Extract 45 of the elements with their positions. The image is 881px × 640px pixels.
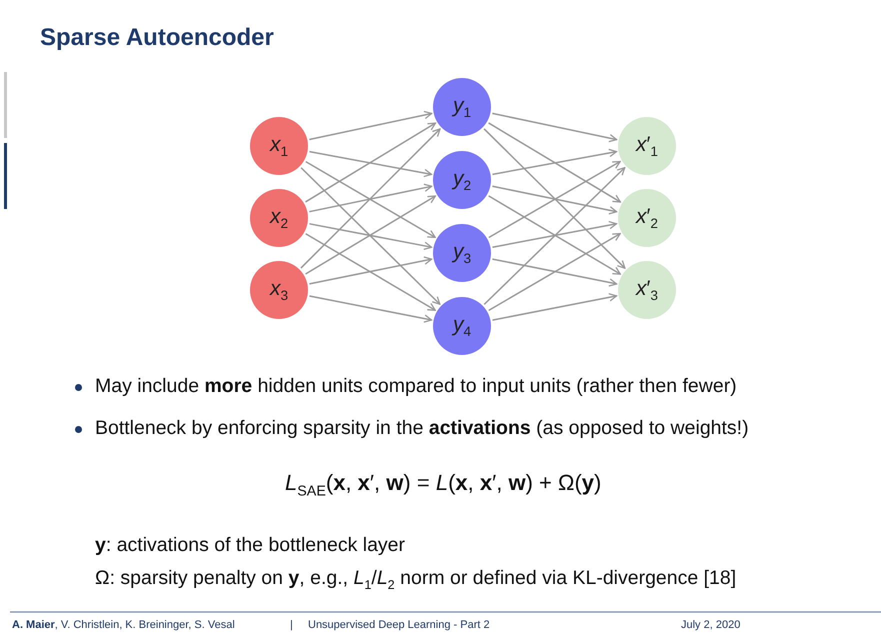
arrow — [309, 110, 432, 140]
arrow — [305, 161, 436, 238]
arrow — [309, 184, 432, 212]
author-list: A. Maier, V. Christlein, K. Breininger, S. Vesal — [12, 619, 235, 631]
presentation-title: Unsupervised Deep Learning - Part 2 — [308, 619, 490, 631]
neuron-label: y$_{4}$ — [452, 312, 472, 340]
arrow — [488, 195, 621, 275]
arrow — [492, 220, 618, 248]
arrow — [309, 223, 432, 250]
arrow — [492, 258, 618, 287]
arrow — [492, 293, 618, 321]
arrow — [492, 148, 618, 176]
date-text: July 2, 2020 — [681, 619, 740, 631]
neuron-label: x′$_{3}$ — [636, 276, 658, 304]
neuron-label: x$_{2}$ — [270, 204, 288, 232]
arrow — [488, 232, 621, 312]
neuron-label: y$_{3}$ — [452, 240, 472, 266]
arrow — [305, 233, 436, 311]
neuron-label: y$_{2}$ — [452, 166, 472, 194]
neuron-label: y$_{1}$ — [452, 94, 472, 120]
arrow — [309, 256, 432, 285]
neuron-circle — [433, 78, 491, 136]
bullet-text: Bottleneck by enforcing sparsity in the activations (as opposed to weights!) — [95, 417, 749, 440]
neuron-label: x′$_{1}$ — [636, 132, 658, 160]
neuron-label: x′$_{2}$ — [636, 204, 658, 232]
arrow — [484, 167, 626, 305]
arrow — [309, 150, 432, 178]
arrow — [300, 167, 441, 305]
arrow — [492, 186, 618, 214]
slide-title: Sparse Autoencoder — [40, 24, 274, 52]
neuron-label: x$_{1}$ — [270, 132, 288, 160]
arrow — [488, 160, 621, 238]
arrow — [305, 122, 436, 203]
loss-formula: L$_{SAE}$(x, x′, w) = L(x, x′, w) + Ω(y) — [285, 470, 602, 500]
definition-text: y: activations of the bottleneck layer — [95, 534, 406, 557]
arrow — [492, 112, 618, 142]
arrow — [484, 128, 626, 269]
neuron-label: x$_{3}$ — [270, 276, 288, 304]
definition-text: Ω: sparsity penalty on y, e.g., L$_{1}$/L$_{2}$ norm or defined via KL-divergence [18] — [95, 567, 736, 592]
separator: | — [290, 619, 293, 631]
bullet-text: May include more hidden units compared to input units (rather then fewer) — [95, 375, 737, 398]
arrow — [305, 195, 436, 275]
arrow — [488, 122, 622, 203]
arrow — [300, 128, 441, 269]
neuron-circle — [433, 297, 491, 355]
